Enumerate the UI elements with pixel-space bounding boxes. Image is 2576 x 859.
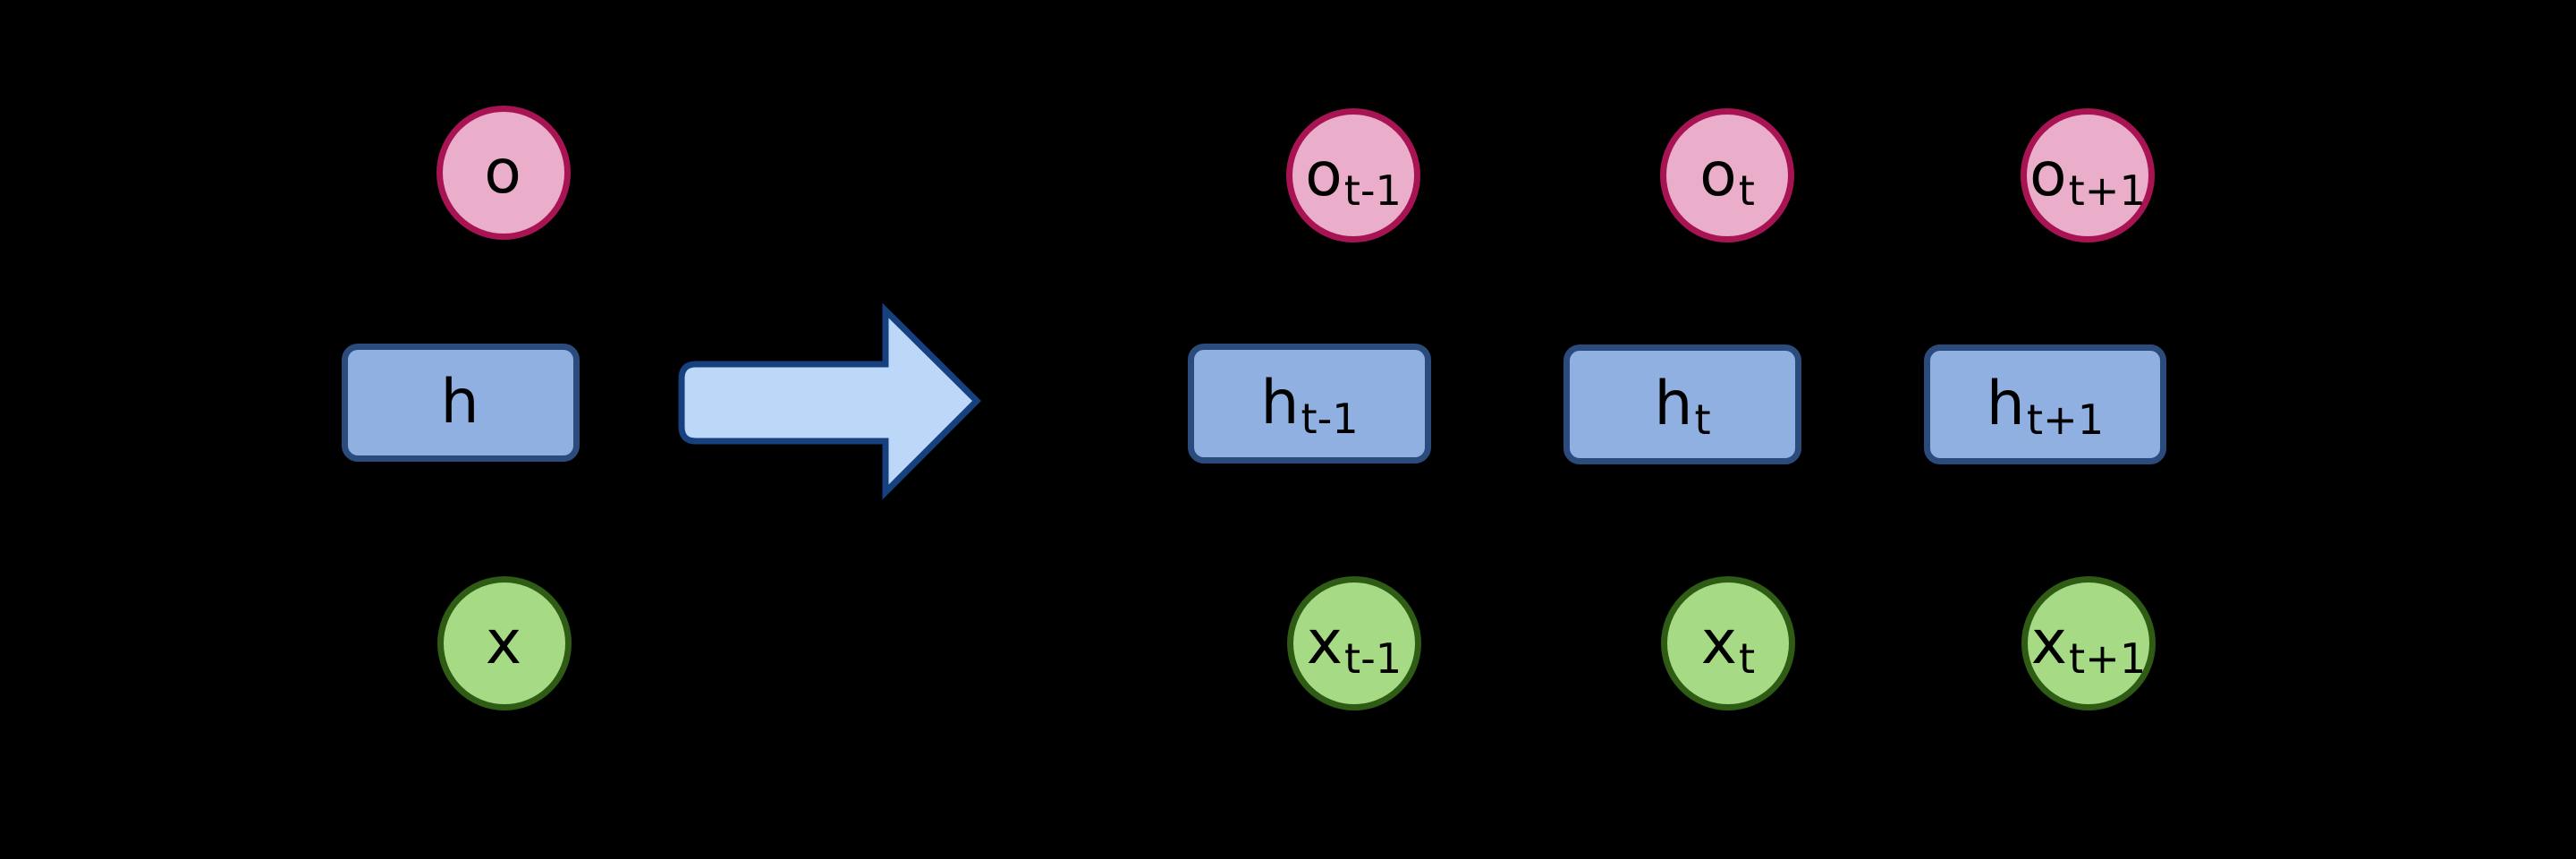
hidden-node-t+1: ht+1 [1924, 344, 2166, 464]
output-node-folded-label: o [484, 137, 521, 208]
input-node-t-1: xt-1 [1287, 576, 1421, 710]
unfold-arrow-icon [669, 302, 984, 501]
hidden-node-folded: h [342, 344, 580, 462]
output-node-folded: o [436, 106, 571, 240]
hidden-node-t-1: ht-1 [1188, 344, 1431, 464]
input-node-t+1-label: xt+1 [2030, 608, 2147, 684]
output-node-t-1: ot-1 [1286, 108, 1420, 242]
hidden-node-t-label: ht [1654, 369, 1711, 445]
input-node-t+1: xt+1 [2021, 576, 2156, 710]
hidden-node-folded-label: h [440, 367, 479, 438]
input-node-t-1-label: xt-1 [1306, 608, 1402, 684]
input-node-t: xt [1661, 576, 1795, 710]
output-node-t+1-label: ot+1 [2029, 140, 2146, 216]
output-node-t: ot [1660, 108, 1794, 242]
output-node-t-1-label: ot-1 [1305, 140, 1402, 216]
output-node-t-label: ot [1699, 140, 1755, 216]
hidden-node-t+1-label: ht+1 [1986, 369, 2105, 445]
input-node-folded-label: x [485, 608, 522, 678]
input-node-folded: x [437, 576, 572, 710]
output-node-t+1: ot+1 [2021, 108, 2155, 242]
input-node-t-label: xt [1700, 608, 1756, 684]
hidden-node-t-1-label: ht-1 [1260, 368, 1359, 444]
hidden-node-t: ht [1563, 344, 1801, 464]
